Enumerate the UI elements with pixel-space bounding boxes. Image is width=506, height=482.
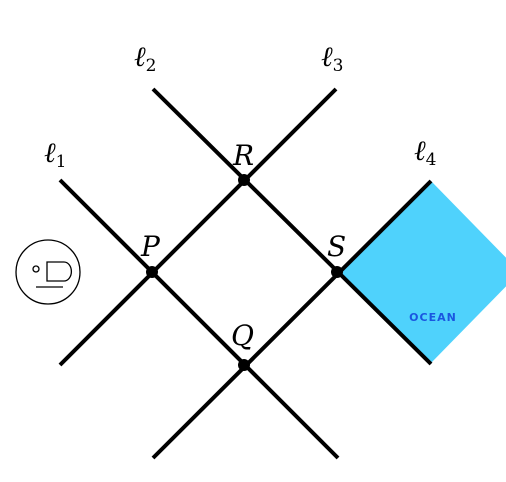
line-label-l2: ℓ2 bbox=[134, 40, 157, 76]
line-l2 bbox=[151, 87, 433, 366]
line-label-l1: ℓ1 bbox=[44, 136, 67, 172]
ocean-label: OCEAN bbox=[409, 311, 457, 324]
point-label-s: S bbox=[327, 230, 346, 263]
point-label-q: Q bbox=[231, 319, 254, 352]
point-p bbox=[146, 266, 158, 278]
point-label-r: R bbox=[232, 139, 254, 172]
line-label-l4: ℓ4 bbox=[414, 134, 437, 170]
line-l1 bbox=[58, 178, 340, 460]
point-s bbox=[331, 266, 343, 278]
line-l3 bbox=[58, 87, 338, 367]
line-l4 bbox=[151, 179, 433, 460]
point-r bbox=[238, 174, 250, 186]
pirate-face-icon bbox=[15, 239, 81, 305]
line-label-l3: ℓ3 bbox=[321, 40, 344, 76]
ocean-region bbox=[337, 181, 506, 363]
point-q bbox=[238, 359, 250, 371]
point-label-p: P bbox=[140, 230, 161, 263]
